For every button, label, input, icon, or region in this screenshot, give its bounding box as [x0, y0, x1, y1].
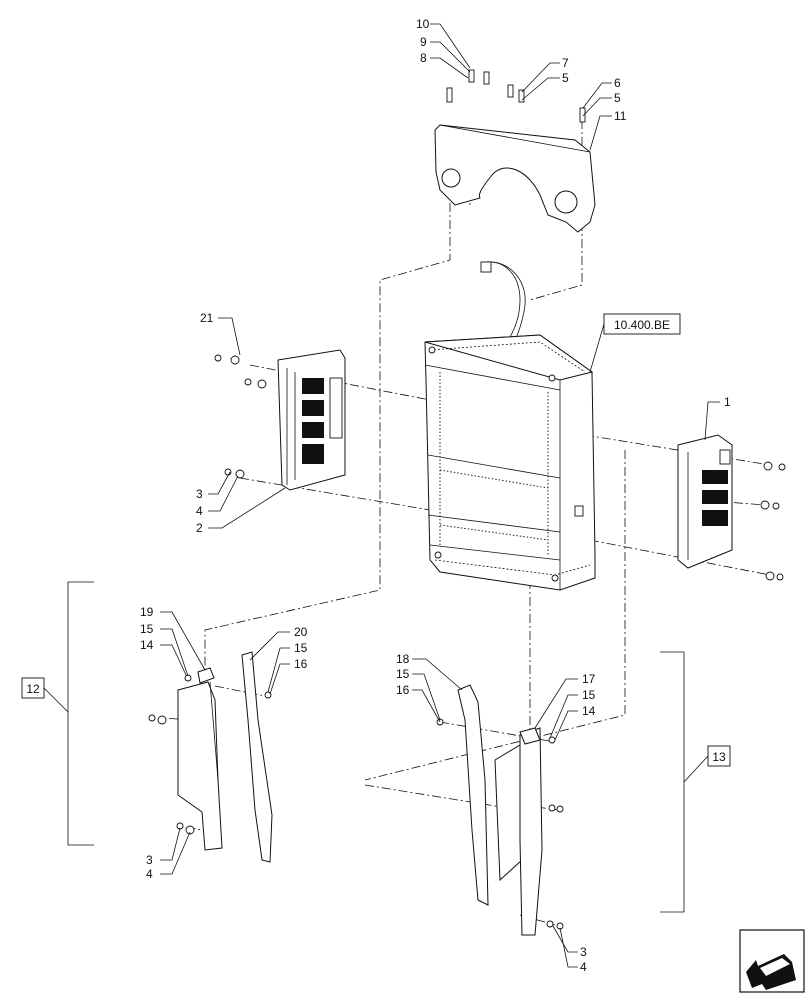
callout-20: 20	[294, 625, 308, 639]
callout-7: 7	[562, 56, 569, 70]
leader-lines	[160, 23, 720, 968]
callout-1: 1	[724, 395, 731, 409]
callout-3-left-lower: 3	[146, 853, 153, 867]
group-bracket-left	[67, 581, 94, 846]
callout-16-right-strip: 16	[396, 683, 410, 697]
callout-21: 21	[200, 311, 214, 325]
callout-4-left-panel: 4	[196, 504, 203, 518]
right-strip	[457, 684, 489, 906]
direction-arrow-icon	[739, 929, 805, 993]
callout-19: 19	[140, 605, 154, 619]
callout-4-left-lower: 4	[146, 867, 153, 881]
left-side-panel	[277, 349, 346, 491]
callout-17: 17	[582, 672, 596, 686]
callout-6: 6	[614, 76, 621, 90]
ref-box-group-left: 12	[21, 677, 69, 713]
ref-label-group-right: 13	[712, 750, 726, 764]
group-bracket-right	[660, 651, 685, 913]
callout-3-left-panel: 3	[196, 487, 203, 501]
top-cover	[434, 124, 596, 233]
ref-label-radiator: 10.400.BE	[614, 318, 670, 332]
callout-3-right-lower: 3	[580, 945, 587, 959]
ref-label-group-left: 12	[26, 682, 40, 696]
callout-8: 8	[420, 51, 427, 65]
callout-16-left-strip: 16	[294, 657, 308, 671]
callout-15-left: 15	[140, 622, 154, 636]
callout-15-right-strip: 15	[396, 667, 410, 681]
ref-box-radiator: 10.400.BE	[603, 313, 681, 335]
callout-9: 9	[420, 35, 427, 49]
left-strip	[241, 651, 273, 863]
fasteners	[148, 69, 786, 930]
callout-15-right: 15	[582, 688, 596, 702]
ref-box-group-right: 13	[683, 745, 731, 783]
radiator-core	[424, 334, 596, 591]
callout-5-top-left: 5	[562, 71, 569, 85]
callouts: 10 9 8 7 5 6 5 11 21 3 4 2 1 19 15 14 20…	[140, 17, 731, 974]
right-side-panel	[677, 434, 733, 569]
callout-10: 10	[416, 17, 430, 31]
callout-14-right: 14	[582, 704, 596, 718]
left-lower-seal	[177, 667, 223, 851]
callout-14-left: 14	[140, 638, 154, 652]
callout-2: 2	[196, 521, 203, 535]
callout-4-right-lower: 4	[580, 960, 587, 974]
callout-18: 18	[396, 652, 410, 666]
callout-5-top-right: 5	[614, 91, 621, 105]
callout-11: 11	[614, 109, 627, 123]
callout-15-left-strip: 15	[294, 641, 308, 655]
right-lower-seal	[494, 727, 543, 936]
